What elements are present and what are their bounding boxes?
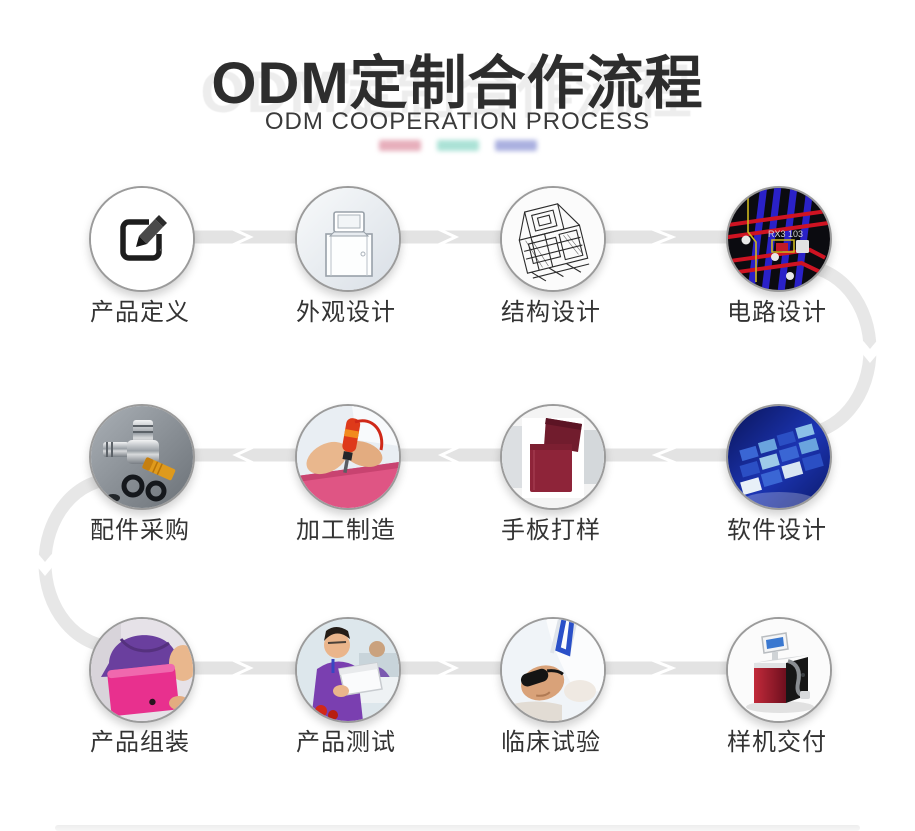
step-structure-design bbox=[500, 186, 606, 292]
step-label: 软件设计 bbox=[727, 517, 827, 544]
step-label: 样机交付 bbox=[727, 729, 827, 756]
step-parts-procurement bbox=[89, 404, 195, 510]
accent-chip-mint bbox=[436, 140, 479, 151]
accent-chip-pink bbox=[378, 140, 421, 151]
arrow-right-icon bbox=[589, 230, 739, 244]
step-product-definition bbox=[89, 186, 195, 292]
edit-pencil-icon bbox=[91, 188, 193, 290]
circuit-pcb-image: RX3 103 bbox=[728, 188, 830, 290]
arrow-left-icon bbox=[589, 448, 739, 462]
step-product-assembly bbox=[89, 617, 195, 723]
step-clinical-trial bbox=[500, 617, 606, 723]
step-manufacturing bbox=[295, 404, 401, 510]
product-assembly-image bbox=[91, 619, 193, 721]
next-section-edge bbox=[55, 825, 860, 831]
appearance-design-image bbox=[297, 188, 399, 290]
software-tiles-image bbox=[728, 406, 830, 508]
step-label: 产品测试 bbox=[296, 729, 396, 756]
arrow-left-icon bbox=[384, 448, 513, 462]
step-label: 电路设计 bbox=[727, 299, 827, 326]
metal-fittings-image bbox=[91, 406, 193, 508]
curve-connector-left bbox=[31, 472, 116, 654]
step-label: 外观设计 bbox=[296, 299, 396, 326]
step-product-testing bbox=[295, 617, 401, 723]
step-label: 产品定义 bbox=[90, 299, 190, 326]
pcb-silkscreen-text: RX3 103 bbox=[768, 229, 803, 239]
page-title: ODM定制合作流程 bbox=[211, 51, 704, 116]
step-software-design bbox=[726, 404, 832, 510]
sample-machine-image bbox=[728, 619, 830, 721]
arrow-right-icon bbox=[384, 661, 513, 675]
step-label: 配件采购 bbox=[90, 517, 190, 544]
step-label: 产品组装 bbox=[90, 729, 190, 756]
step-label: 加工制造 bbox=[296, 517, 396, 544]
structure-cad-image bbox=[502, 188, 604, 290]
arrow-right-icon bbox=[589, 661, 739, 675]
page-subtitle: ODM COOPERATION PROCESS bbox=[264, 108, 651, 135]
clinical-trial-image bbox=[502, 619, 604, 721]
arrow-right-icon bbox=[178, 661, 308, 675]
step-label: 结构设计 bbox=[501, 299, 601, 326]
arrow-left-icon bbox=[178, 448, 308, 462]
arrow-right-icon bbox=[384, 230, 513, 244]
prototype-shell-image bbox=[502, 406, 604, 508]
accent-chips bbox=[0, 140, 915, 151]
step-label: 手板打样 bbox=[501, 517, 601, 544]
step-label: 临床试验 bbox=[501, 729, 601, 756]
step-appearance-design bbox=[295, 186, 401, 292]
curve-connector-right bbox=[799, 259, 884, 441]
product-testing-image bbox=[297, 619, 399, 721]
assembly-tool-image bbox=[297, 406, 399, 508]
arrow-right-icon bbox=[178, 230, 308, 244]
step-sample-delivery bbox=[726, 617, 832, 723]
step-circuit-design: RX3 103 bbox=[726, 186, 832, 292]
accent-chip-blue bbox=[494, 140, 537, 151]
step-prototype-sampling bbox=[500, 404, 606, 510]
